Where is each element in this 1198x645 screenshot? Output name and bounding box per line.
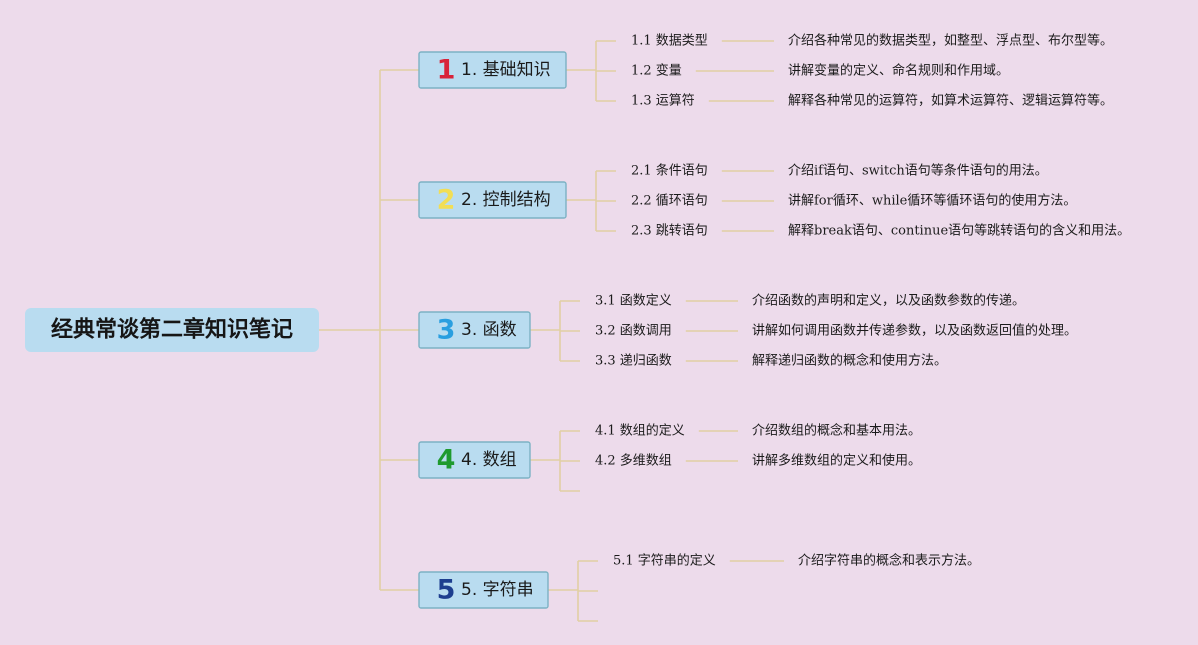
leaf-label: 2.2 循环语句 — [631, 194, 708, 209]
leaf-description: 介绍函数的声明和定义，以及函数参数的传递。 — [752, 293, 1025, 309]
leaf-node[interactable]: 2.3 跳转语句 解释break语句、continue语句等跳转语句的含义和用法。 — [631, 223, 1130, 239]
number-5-icon: 5 — [437, 575, 456, 606]
connector-lines — [319, 40, 784, 622]
leaf-node[interactable]: 2.2 循环语句 讲解for循环、while循环等循环语句的使用方法。 — [631, 193, 1076, 209]
leaf-label: 4.2 多维数组 — [595, 453, 672, 469]
leaf-description: 讲解变量的定义、命名规则和作用域。 — [788, 63, 1009, 79]
branch-label: 4. 数组 — [461, 450, 517, 470]
leaf-description: 介绍字符串的概念和表示方法。 — [798, 553, 980, 569]
root-title: 经典常谈第二章知识笔记 — [51, 317, 293, 343]
leaf-label: 1.1 数据类型 — [631, 34, 708, 49]
number-1-icon: 1 — [437, 55, 456, 86]
leaf-label: 1.3 运算符 — [631, 93, 695, 109]
branch-label: 2. 控制结构 — [461, 190, 551, 210]
leaf-label: 4.1 数组的定义 — [595, 423, 685, 439]
branch-label: 1. 基础知识 — [461, 60, 551, 80]
leaf-node[interactable]: 1.2 变量 讲解变量的定义、命名规则和作用域。 — [631, 63, 1009, 79]
leaf-node[interactable]: 3.3 递归函数 解释递归函数的概念和使用方法。 — [595, 353, 947, 369]
branch-node-box — [418, 441, 531, 479]
leaf-label: 5.1 字符串的定义 — [613, 553, 716, 569]
branch-node-box — [418, 571, 549, 609]
leaf-description: 介绍各种常见的数据类型，如整型、浮点型、布尔型等。 — [788, 33, 1113, 49]
branch-node-box — [418, 311, 531, 349]
branch-label: 5. 字符串 — [461, 580, 534, 600]
number-4-icon: 4 — [437, 445, 456, 476]
leaf-description: 解释break语句、continue语句等跳转语句的含义和用法。 — [788, 223, 1130, 239]
leaf-description: 介绍if语句、switch语句等条件语句的用法。 — [788, 163, 1048, 179]
leaf-label: 2.3 跳转语句 — [631, 224, 708, 239]
branch-node-box — [418, 181, 567, 219]
root-node-box — [25, 308, 319, 352]
number-3-icon: 3 — [437, 315, 456, 346]
number-2-icon: 2 — [437, 185, 456, 216]
leaf-label: 1.2 变量 — [631, 63, 682, 79]
leaf-description: 讲解如何调用函数并传递参数，以及函数返回值的处理。 — [752, 323, 1077, 339]
leaf-node[interactable]: 3.2 函数调用 讲解如何调用函数并传递参数，以及函数返回值的处理。 — [595, 323, 1077, 339]
leaf-node[interactable]: 1.3 运算符 解释各种常见的运算符，如算术运算符、逻辑运算符等。 — [631, 93, 1113, 109]
leaf-node[interactable]: 3.1 函数定义 介绍函数的声明和定义，以及函数参数的传递。 — [595, 293, 1025, 309]
leaf-label: 3.3 递归函数 — [595, 354, 672, 369]
leaf-description: 解释各种常见的运算符，如算术运算符、逻辑运算符等。 — [788, 93, 1113, 109]
leaf-description: 解释递归函数的概念和使用方法。 — [752, 353, 947, 369]
leaf-node[interactable]: 2.1 条件语句 介绍if语句、switch语句等条件语句的用法。 — [631, 163, 1048, 179]
leaf-node[interactable]: 4.1 数组的定义 介绍数组的概念和基本用法。 — [595, 423, 921, 439]
branch-node-box — [418, 51, 567, 89]
leaf-label: 3.2 函数调用 — [595, 324, 672, 339]
root-node[interactable]: 经典常谈第二章知识笔记 — [25, 308, 319, 352]
leaf-description: 介绍数组的概念和基本用法。 — [752, 423, 921, 439]
branch-label: 3. 函数 — [461, 320, 517, 340]
leaf-description: 讲解多维数组的定义和使用。 — [752, 453, 921, 469]
leaf-node[interactable]: 1.1 数据类型 介绍各种常见的数据类型，如整型、浮点型、布尔型等。 — [631, 33, 1113, 49]
leaf-node[interactable]: 4.2 多维数组 讲解多维数组的定义和使用。 — [595, 453, 921, 469]
leaf-label: 3.1 函数定义 — [595, 294, 672, 309]
leaf-label: 2.1 条件语句 — [631, 163, 708, 179]
leaf-description: 讲解for循环、while循环等循环语句的使用方法。 — [788, 193, 1076, 209]
leaf-node[interactable]: 5.1 字符串的定义 介绍字符串的概念和表示方法。 — [613, 553, 980, 569]
